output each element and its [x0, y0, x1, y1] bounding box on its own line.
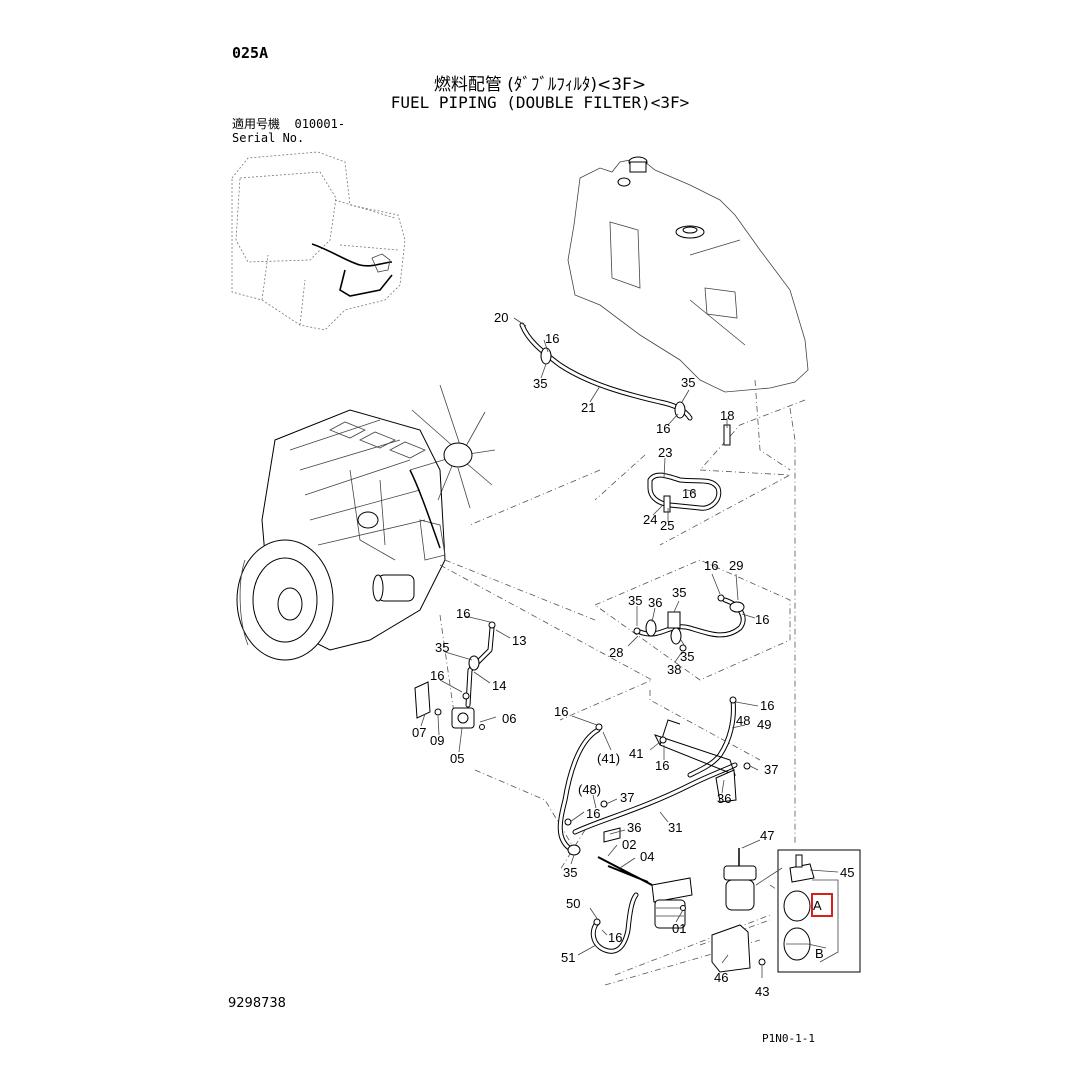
callout-label: 09 [430, 733, 444, 748]
callout-label: 51 [561, 950, 575, 965]
page-reference: P1N0-1-1 [762, 1032, 815, 1045]
page-title-japanese: 燃料配管 (ﾀﾞﾌﾞﾙﾌｨﾙﾀ)<3F> [433, 75, 647, 95]
callout-label: 16 [655, 758, 669, 773]
callout-label: 06 [502, 711, 516, 726]
callout-label: (41) [597, 751, 620, 766]
callout-label: 29 [729, 558, 743, 573]
callout-label: 02 [622, 837, 636, 852]
callout-label: 23 [658, 445, 672, 460]
callout-label: 46 [714, 970, 728, 985]
callout-label: 37 [764, 762, 778, 777]
callout-label: 35 [628, 593, 642, 608]
callout-label: 24 [643, 512, 657, 527]
callout-label: 35 [681, 375, 695, 390]
callout-label: 18 [720, 408, 734, 423]
callout-label: 16 [586, 806, 600, 821]
fuel-hoses [465, 322, 746, 954]
callout-label: 16 [755, 612, 769, 627]
callout-label: 48 [736, 713, 750, 728]
callout-label: 16 [704, 558, 718, 573]
serial-label-jp: 適用号機 [232, 117, 281, 131]
serial-label-en: Serial No. [232, 131, 305, 145]
callout-label: 43 [755, 984, 769, 999]
callout-label: 45 [840, 865, 854, 880]
callout-label: 07 [412, 725, 426, 740]
callout-label: 35 [563, 865, 577, 880]
callout-label: 28 [609, 645, 623, 660]
callout-label: 35 [680, 649, 694, 664]
callout-label: 35 [435, 640, 449, 655]
callout-label: (48) [578, 782, 601, 797]
callout-label: A [813, 898, 822, 913]
document-number: 9298738 [228, 996, 286, 1011]
callout-label: 16 [430, 668, 444, 683]
callout-label: 25 [660, 518, 674, 533]
callout-label: 14 [492, 678, 506, 693]
callout-label: B [815, 946, 824, 961]
machine-outline [231, 151, 406, 331]
callout-label: 35 [672, 585, 686, 600]
callout-label: 16 [682, 486, 696, 501]
callout-label: 16 [608, 930, 622, 945]
leader-lines [420, 317, 839, 978]
callout-label: 38 [667, 662, 681, 677]
callout-label: 01 [672, 921, 686, 936]
callout-label: 37 [620, 790, 634, 805]
engine-assembly [236, 384, 496, 661]
callout-label: 16 [545, 331, 559, 346]
callout-label: 49 [757, 717, 771, 732]
callout-label: 36 [648, 595, 662, 610]
serial-block: 適用号機 010001- Serial No. [232, 117, 345, 145]
callout-label: 47 [760, 828, 774, 843]
callout-label: 05 [450, 751, 464, 766]
callout-label: 16 [554, 704, 568, 719]
callout-label: 16 [656, 421, 670, 436]
callout-label: 20 [494, 310, 508, 325]
callout-label: 16 [760, 698, 774, 713]
callout-label: 16 [456, 606, 470, 621]
page-title-english: FUEL PIPING (DOUBLE FILTER)<3F> [390, 93, 690, 112]
callout-label: 13 [512, 633, 526, 648]
callout-label: 35 [533, 376, 547, 391]
serial-value: 010001- [294, 117, 346, 131]
callout-label: 36 [627, 820, 641, 835]
callout-label: 31 [668, 820, 682, 835]
callout-label: 41 [629, 746, 643, 761]
callout-label: 04 [640, 849, 654, 864]
callout-label: 36 [717, 791, 731, 806]
callout-label: 21 [581, 400, 595, 415]
highlight-box-a [811, 893, 833, 917]
callout-label: 50 [566, 896, 580, 911]
sheet-code: 025A [232, 44, 269, 62]
fuel-tank [567, 156, 809, 393]
